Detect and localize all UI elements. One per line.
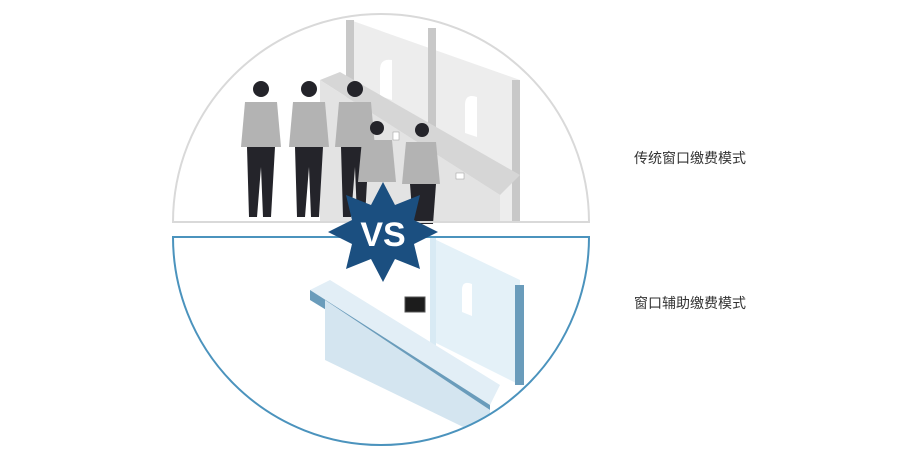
traditional-mode-label: 传统窗口缴费模式	[634, 151, 746, 167]
person-icon	[358, 121, 400, 182]
vs-badge: VS	[328, 182, 438, 282]
assisted-scene	[310, 237, 524, 440]
person-icon	[289, 81, 329, 217]
person-icon	[402, 123, 465, 224]
bottom-outline	[171, 236, 591, 446]
assisted-mode-label: 窗口辅助缴费模式	[634, 296, 746, 312]
vs-text: VS	[360, 216, 405, 254]
starburst-icon	[328, 182, 438, 282]
top-outline	[171, 13, 591, 223]
person-icon	[241, 81, 281, 217]
